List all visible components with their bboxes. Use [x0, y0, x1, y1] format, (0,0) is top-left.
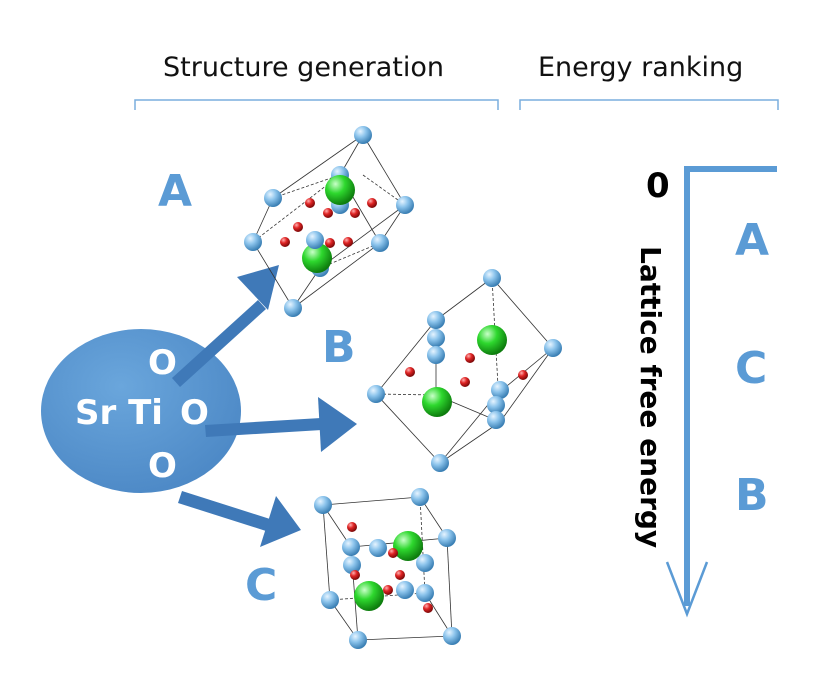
arrow-to-a — [172, 265, 279, 387]
o-atom — [347, 522, 357, 532]
ti-atom — [342, 538, 360, 556]
ti-atom — [396, 196, 414, 214]
crystal-structure-a — [244, 126, 414, 317]
structure-label-b: B — [322, 322, 356, 373]
ti-atom — [487, 411, 505, 429]
structure-label-c: C — [245, 560, 278, 611]
energy-ranking-bracket — [519, 99, 779, 110]
energy-axis — [665, 166, 777, 618]
o-atom — [395, 570, 405, 580]
ti-atom — [354, 126, 372, 144]
structure-generation-header: Structure generation — [163, 52, 445, 83]
ti-atom — [349, 631, 367, 649]
o-atom — [325, 238, 335, 248]
energy-rank-2: C — [735, 343, 768, 394]
ti-atom — [427, 311, 445, 329]
o-atom — [343, 237, 353, 247]
ti-atom — [314, 496, 332, 514]
o-atom — [350, 570, 360, 580]
o-atom — [293, 222, 303, 232]
energy-rank-1: A — [735, 215, 770, 266]
o-atom — [367, 198, 377, 208]
ti-atom — [438, 529, 456, 547]
sr-atom — [393, 531, 423, 561]
crystal-structure-b — [367, 269, 562, 472]
ti-atom — [443, 627, 461, 645]
o-atom — [305, 198, 315, 208]
o-atom — [460, 377, 470, 387]
o-atom — [518, 370, 528, 380]
structure-generation-bracket — [134, 99, 499, 110]
o-atom — [405, 367, 415, 377]
sr-atom — [422, 387, 452, 417]
energy-zero-label: 0 — [646, 166, 670, 206]
ti-atom — [544, 339, 562, 357]
energy-axis-label: Lattice free energy — [634, 246, 667, 549]
structure-label-a: A — [158, 166, 193, 217]
sr-atom — [325, 175, 355, 205]
crystal-structure-c — [314, 488, 461, 649]
ti-atom — [396, 581, 414, 599]
crystal-structures — [244, 126, 562, 649]
arrow-to-c — [178, 491, 301, 547]
o-atom — [350, 208, 360, 218]
ti-atom — [369, 539, 387, 557]
ti-atom — [306, 231, 324, 249]
sr-atom — [302, 243, 332, 273]
o-atom — [323, 208, 333, 218]
ti-atom — [427, 329, 445, 347]
energy-ranking-header: Energy ranking — [538, 52, 744, 83]
o-atom — [280, 237, 290, 247]
composition-oxygen-top: O — [148, 343, 177, 383]
composition-sr-ti: Sr Ti — [75, 393, 163, 433]
ti-atom — [491, 381, 509, 399]
ti-atom — [321, 591, 339, 609]
ti-atom — [483, 269, 501, 287]
ti-atom — [343, 556, 361, 574]
ti-atom — [487, 396, 505, 414]
ti-atom — [371, 234, 389, 252]
ti-atom — [431, 454, 449, 472]
ti-atom — [416, 584, 434, 602]
ti-atom — [411, 488, 429, 506]
ti-atom — [427, 346, 445, 364]
arrow-to-b — [205, 397, 357, 452]
ti-atom — [416, 554, 434, 572]
o-atom — [423, 603, 433, 613]
energy-rank-3: B — [735, 470, 769, 521]
ti-atom — [284, 299, 302, 317]
o-atom — [388, 548, 398, 558]
composition-oxygen-bottom: O — [148, 446, 177, 486]
sr-atom — [477, 325, 507, 355]
composition-oxygen-mid: O — [180, 393, 209, 433]
ti-atom — [244, 233, 262, 251]
o-atom — [465, 353, 475, 363]
ti-atom — [367, 385, 385, 403]
o-atom — [383, 585, 393, 595]
sr-atom — [354, 581, 384, 611]
ti-atom — [264, 189, 282, 207]
